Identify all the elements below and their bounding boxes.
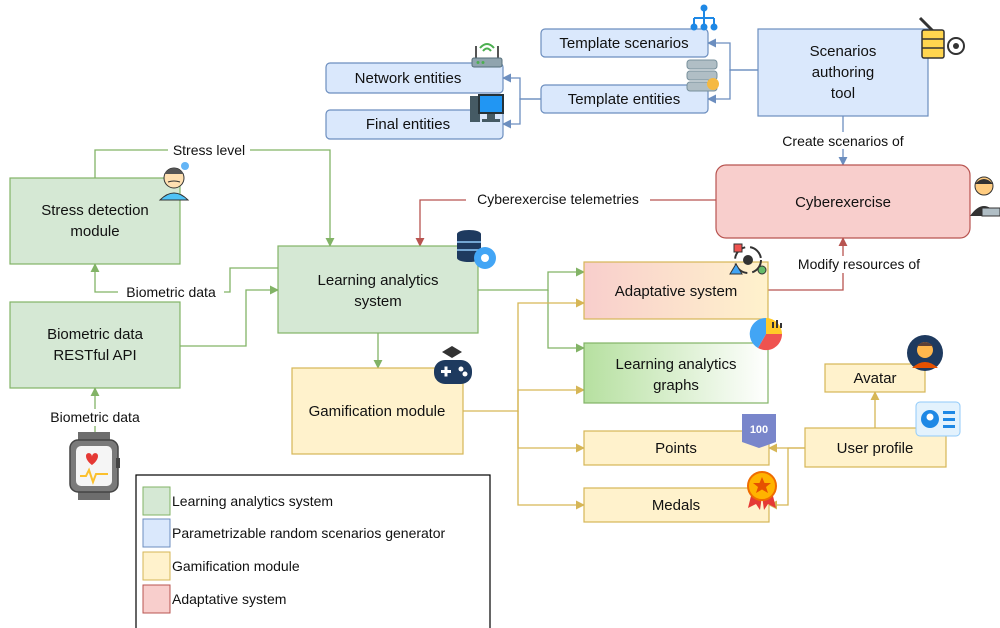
legend-label-green: Learning analytics system	[172, 493, 333, 509]
edge-gamification-to-graphs	[517, 385, 585, 411]
legend-label-yellow: Gamification module	[172, 558, 300, 574]
gamification-module-label: Gamification module	[309, 403, 446, 420]
scenarios-tool-line2: authoring	[812, 64, 875, 81]
gamepad-icon	[434, 346, 472, 384]
network-hierarchy-icon	[690, 4, 718, 31]
biometric-api-line2: RESTful API	[53, 347, 136, 364]
node-avatar: Avatar	[824, 363, 926, 393]
yellow-edges	[463, 298, 880, 510]
edge-learning-to-graphs	[547, 290, 585, 353]
man-avatar-icon	[907, 335, 943, 371]
edge-template-entities-to-final	[502, 98, 541, 129]
telemetries-label: Cyberexercise telemetries	[477, 191, 639, 207]
node-cyberexercise: Cyberexercise	[715, 164, 971, 239]
pie-chart-icon	[749, 317, 783, 351]
edge-modify-resources	[768, 237, 848, 291]
edge-gamification-to-medals	[517, 411, 585, 510]
legend-swatch-blue	[142, 518, 171, 548]
server-settings-icon	[918, 16, 965, 59]
stressed-person-icon	[158, 162, 190, 201]
profile-card-icon	[915, 401, 961, 437]
biometric-data-bottom-label: Biometric data	[50, 409, 140, 425]
node-user-profile: User profile	[804, 427, 947, 468]
node-stress-module: Stress detection module	[9, 177, 181, 265]
computer-icon	[470, 94, 504, 122]
cyberexercise-label: Cyberexercise	[795, 194, 891, 211]
legend-swatch-red	[142, 584, 171, 614]
learning-system-line2: system	[354, 293, 402, 310]
node-learning-system: Learning analytics system	[277, 245, 479, 334]
learning-graphs-line2: graphs	[653, 377, 699, 394]
modify-resources-label: Modify resources of	[798, 256, 920, 272]
node-points: Points	[583, 430, 770, 466]
stress-level-label: Stress level	[173, 142, 245, 158]
hacker-person-icon	[970, 176, 1000, 217]
edge-api-to-learning	[180, 285, 279, 347]
create-scenarios-label: Create scenarios of	[782, 133, 904, 149]
edge-profile-to-medals	[768, 447, 805, 510]
edge-tool-to-template-entities	[707, 69, 758, 104]
edge-labels: Stress level Create scenarios of Cyberex…	[42, 132, 930, 426]
edge-gamification-to-points	[517, 411, 585, 453]
edge-learning-to-stress	[90, 263, 278, 293]
edge-learning-to-adaptative	[478, 267, 585, 291]
router-icon	[471, 43, 503, 68]
stress-module-line2: module	[70, 223, 119, 240]
scenarios-tool-line3: tool	[831, 85, 855, 102]
biometric-data-top-label: Biometric data	[126, 284, 216, 300]
learning-system-line1: Learning analytics	[318, 272, 439, 289]
biometric-api-line1: Biometric data	[47, 326, 144, 343]
node-template-scenarios: Template scenarios	[540, 28, 709, 58]
node-scenarios-tool: Scenarios authoring tool	[757, 28, 929, 117]
adaptative-system-label: Adaptative system	[615, 283, 738, 300]
learning-graphs-line1: Learning analytics	[616, 356, 737, 373]
final-entities-label: Final entities	[366, 116, 450, 133]
server-stack-icon	[686, 59, 719, 92]
points-badge-icon: 100	[742, 414, 776, 448]
edge-gamification-to-adaptative	[463, 298, 585, 412]
template-entities-label: Template entities	[568, 91, 681, 108]
edge-template-entities-to-network	[502, 73, 541, 100]
points-badge-text: 100	[750, 424, 768, 436]
legend-label-red: Adaptative system	[172, 591, 286, 607]
legend-label-blue: Parametrizable random scenarios generato…	[172, 525, 445, 541]
database-gear-icon	[457, 230, 496, 269]
template-scenarios-label: Template scenarios	[559, 35, 688, 52]
network-entities-label: Network entities	[355, 70, 462, 87]
node-learning-graphs: Learning analytics graphs	[583, 342, 769, 404]
user-profile-label: User profile	[837, 440, 914, 457]
adaptive-cycle-icon	[729, 243, 767, 275]
points-label: Points	[655, 440, 697, 457]
node-medals: Medals	[583, 487, 770, 523]
medals-label: Medals	[652, 497, 700, 514]
legend: Learning analytics system Parametrizable…	[135, 474, 491, 628]
avatar-label: Avatar	[853, 370, 896, 387]
node-biometric-api: Biometric data RESTful API	[9, 301, 181, 389]
node-network-entities: Network entities	[325, 62, 504, 94]
node-final-entities: Final entities	[325, 109, 504, 140]
legend-swatch-green	[142, 486, 171, 516]
stress-module-line1: Stress detection	[41, 202, 149, 219]
legend-swatch-yellow	[142, 551, 171, 581]
node-gamification-module: Gamification module	[291, 367, 464, 455]
node-template-entities: Template entities	[540, 84, 709, 114]
scenarios-tool-line1: Scenarios	[810, 43, 877, 60]
smartwatch-icon	[69, 432, 120, 500]
medal-icon	[747, 471, 777, 510]
